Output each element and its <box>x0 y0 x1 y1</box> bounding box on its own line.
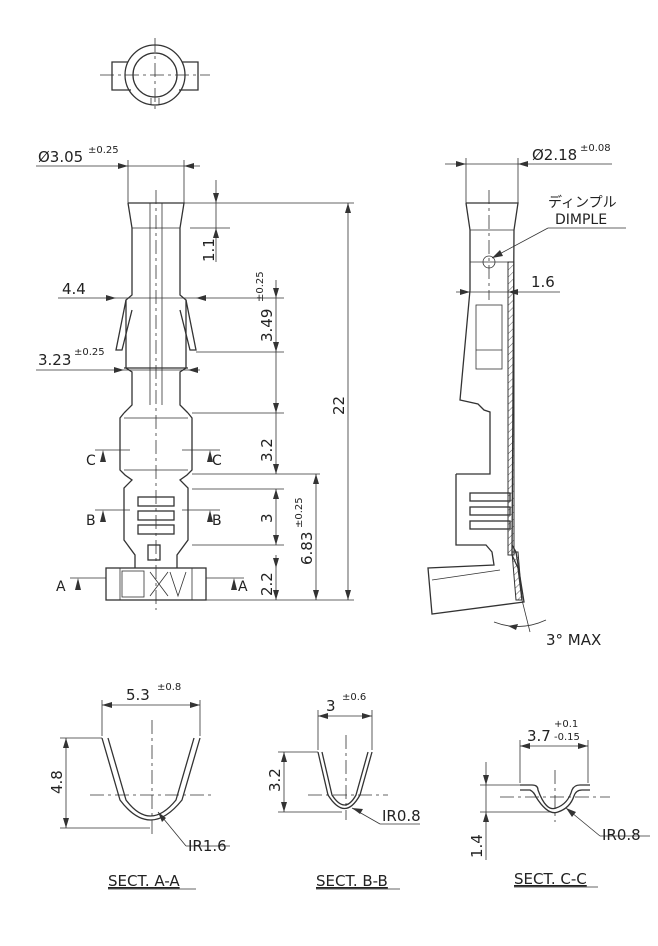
sect-a-height: 4.8 <box>48 770 66 794</box>
section-c: 3.7 +0.1 -0.15 1.4 IR0.8 SECT. C-C <box>468 719 650 888</box>
front-view <box>105 190 207 610</box>
barrel-width-label: 3.23 <box>38 351 71 369</box>
flare-len-label: 1.1 <box>200 238 218 262</box>
cut-markers: C C B B A A <box>56 449 248 595</box>
cut-b-left: B <box>86 513 96 529</box>
sect-b-title: SECT. B-B <box>316 872 388 890</box>
sect-b-height: 3.2 <box>266 768 284 792</box>
seg-c-label: 3.2 <box>258 438 276 462</box>
sect-c-width: 3.7 <box>527 727 551 745</box>
dia-218-label: Ø2.18 <box>532 146 577 164</box>
side-view <box>427 190 525 615</box>
angle-label: 3° MAX <box>546 631 601 649</box>
cut-a-right: A <box>238 579 248 595</box>
total-len-label: 22 <box>330 396 348 415</box>
side-dimensions: Ø2.18 ±0.08 ディンプル DIMPLE 1.6 3° MAX <box>445 143 626 649</box>
spring-len-label: 3.49 <box>258 309 276 342</box>
seg-a-label: 2.2 <box>258 572 276 596</box>
wall-thickness-label: 1.6 <box>531 273 555 291</box>
sect-b-width-tol: ±0.6 <box>342 692 366 703</box>
section-b: 3 ±0.6 3.2 IR0.8 SECT. B-B <box>266 692 421 890</box>
sect-a-radius: IR1.6 <box>188 837 227 855</box>
sect-a-width-tol: ±0.8 <box>157 682 181 693</box>
cut-c-right: C <box>212 453 222 469</box>
sect-a-title: SECT. A-A <box>108 872 180 890</box>
sect-b-radius: IR0.8 <box>382 807 421 825</box>
dimple-jp-label: ディンプル <box>548 194 617 211</box>
sect-c-height: 1.4 <box>468 834 486 858</box>
dimple-en-label: DIMPLE <box>555 212 607 228</box>
sect-c-title: SECT. C-C <box>514 870 587 888</box>
barrel-width-tol: ±0.25 <box>74 347 105 358</box>
seg-b-label: 3 <box>258 513 276 523</box>
cut-a-left: A <box>56 579 66 595</box>
sect-c-tol-plus: +0.1 <box>554 719 578 730</box>
dia-218-tol: ±0.08 <box>580 143 611 154</box>
dia-305-tol: ±0.25 <box>88 145 119 156</box>
sect-c-radius: IR0.8 <box>602 826 641 844</box>
end-view <box>100 38 210 112</box>
mouth-width-label: 4.4 <box>62 280 86 298</box>
sect-c-tol-minus: -0.15 <box>554 732 580 743</box>
cut-b-right: B <box>212 513 222 529</box>
spring-len-tol: ±0.25 <box>255 271 266 302</box>
cut-c-left: C <box>86 453 96 469</box>
dia-305-label: Ø3.05 <box>38 148 83 166</box>
sect-b-width: 3 <box>326 697 336 715</box>
sect-a-width: 5.3 <box>126 686 150 704</box>
crimp-len-label: 6.83 <box>298 532 316 565</box>
crimp-len-tol: ±0.25 <box>294 497 305 528</box>
section-a: 5.3 ±0.8 4.8 IR1.6 SECT. A-A <box>48 682 230 890</box>
front-dimensions: Ø3.05 ±0.25 4.4 3.23 ±0.25 1.1 3.49 ±0.2… <box>36 145 354 601</box>
